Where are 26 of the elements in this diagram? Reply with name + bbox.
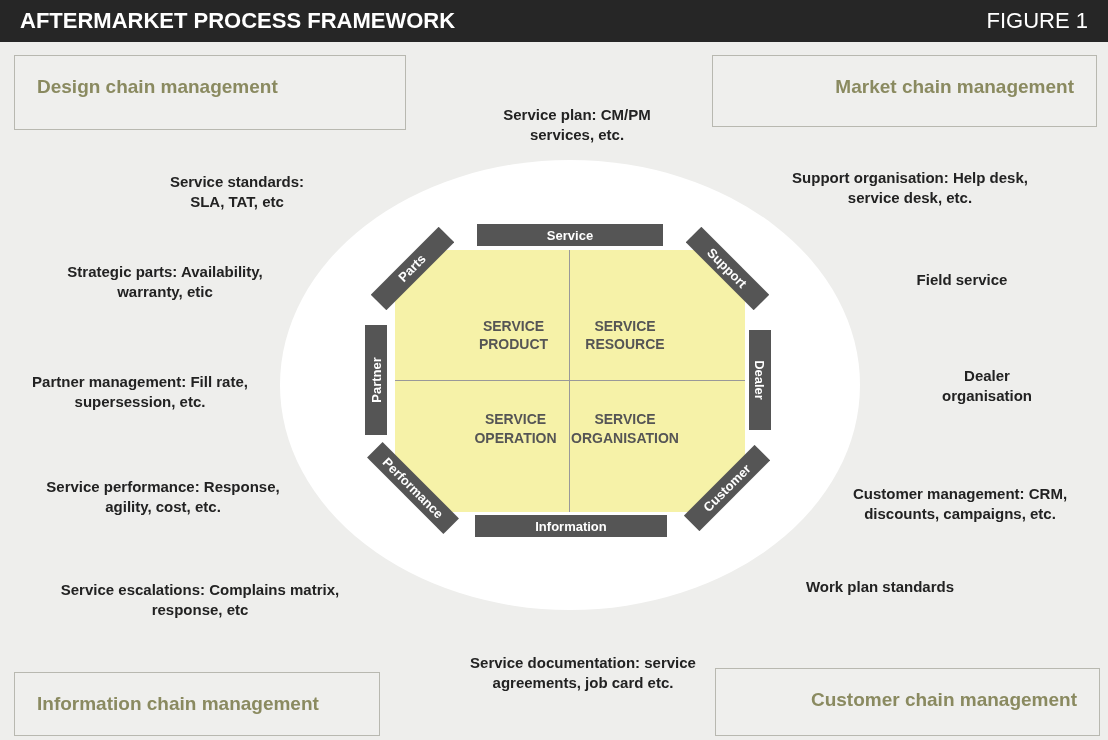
annotation-text: Strategic parts: Availability, warranty, etic bbox=[66, 262, 264, 301]
annotation-text: Customer management: CRM, discounts, campaigns, etc. bbox=[851, 484, 1069, 523]
chain-management-box: Customer chain management bbox=[715, 668, 1100, 736]
annotation-text: Support organisation: Help desk, service desk, etc. bbox=[791, 168, 1029, 207]
quadrant: SERVICE RESOURCE bbox=[585, 316, 665, 354]
chain-management-box: Market chain management bbox=[712, 55, 1097, 127]
annotation-text: Work plan standards bbox=[804, 577, 956, 597]
annotation-text: Service performance: Response, agility, cost, etc. bbox=[45, 477, 281, 516]
octagon-side-bar: Service bbox=[477, 224, 663, 246]
octagon-side-bar: Partner bbox=[365, 325, 387, 435]
annotation-text: Field service bbox=[915, 270, 1009, 290]
title: AFTERMARKET PROCESS FRAMEWORK bbox=[20, 8, 456, 34]
annotation-text: Service documentation: service agreements, job card etc. bbox=[469, 653, 697, 692]
octagon-side-bar: Information bbox=[475, 515, 667, 537]
chain-management-box: Design chain management bbox=[14, 55, 406, 130]
quadrant: SERVICE PRODUCT bbox=[478, 316, 549, 354]
annotation-text: Service standards: SLA, TAT, etc bbox=[168, 172, 306, 211]
annotation-text: Service escalations: Complains matrix, response, etc bbox=[59, 580, 341, 619]
annotation-text: Partner management: Fill rate, supersession, etc. bbox=[31, 372, 249, 411]
annotation-text: Service plan: CM/PM services, etc. bbox=[502, 105, 652, 144]
octagon-side-bar: Dealer bbox=[749, 330, 771, 430]
quadrant: SERVICE OPERATION bbox=[474, 410, 557, 447]
chain-management-box: Information chain management bbox=[14, 672, 380, 736]
figure-number: FIGURE 1 bbox=[986, 8, 1088, 34]
quadrant: SERVICE ORGANISATION bbox=[571, 410, 679, 447]
annotation-text: Dealer organisation bbox=[941, 366, 1033, 405]
